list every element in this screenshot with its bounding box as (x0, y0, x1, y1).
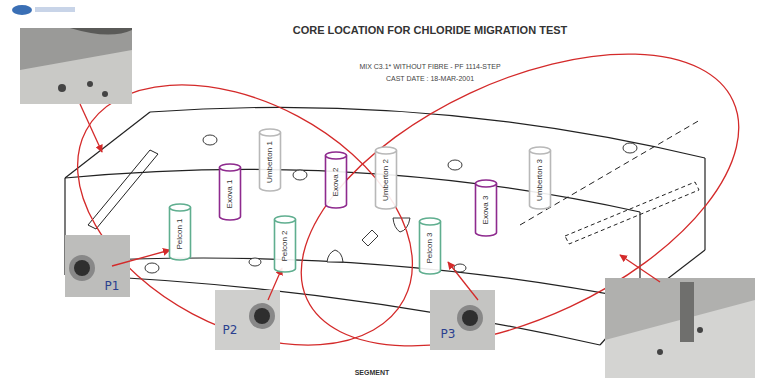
part-name: SEGMENT (353, 369, 392, 376)
grout-socket (327, 218, 410, 262)
leader-arrow (80, 104, 660, 300)
slot (88, 150, 158, 229)
core-cylinder: Pelcon 1 (169, 204, 191, 260)
core-label: Exova 1 (226, 179, 234, 208)
core-label: Exova 3 (482, 195, 490, 224)
core-label: Umberton 3 (536, 159, 544, 201)
core-cylinder: Exova 1 (219, 164, 241, 220)
logo (12, 5, 32, 15)
core-cylinder: Pelcon 3 (419, 218, 441, 274)
core-cylinder: Umberton 2 (375, 147, 397, 209)
core-cylinder: Exova 2 (325, 152, 347, 208)
core-cylinder: Pelcon 2 (274, 216, 296, 272)
core-label: Exova 2 (332, 167, 340, 196)
cast-date: CAST DATE : 18-MAR-2001 (386, 75, 474, 82)
core-cylinder: Exova 3 (475, 180, 497, 236)
photo-tag: P2 (223, 323, 238, 337)
hole (145, 135, 637, 273)
core-cylinder: Umberton 3 (529, 147, 551, 209)
logo-text-bar (35, 7, 75, 12)
photo-tag: P1 (105, 279, 120, 293)
core-cylinder: Umberton 1 (259, 129, 281, 191)
title: CORE LOCATION FOR CHLORIDE MIGRATION TES… (293, 24, 568, 36)
core-label: Umberton 2 (382, 159, 390, 201)
mix-note: MIX C3.1* WITHOUT FIBRE - PF 1114-STEP (359, 63, 500, 70)
core-label: Umberton 1 (266, 141, 274, 183)
core-label: Pelcon 1 (176, 218, 184, 249)
photo-tag: P3 (441, 327, 456, 341)
zone-ellipse (33, 0, 776, 390)
core-label: Pelcon 3 (426, 232, 434, 263)
dashed-line (520, 120, 700, 225)
core-label: Pelcon 2 (281, 230, 289, 261)
core-photo (20, 28, 755, 378)
